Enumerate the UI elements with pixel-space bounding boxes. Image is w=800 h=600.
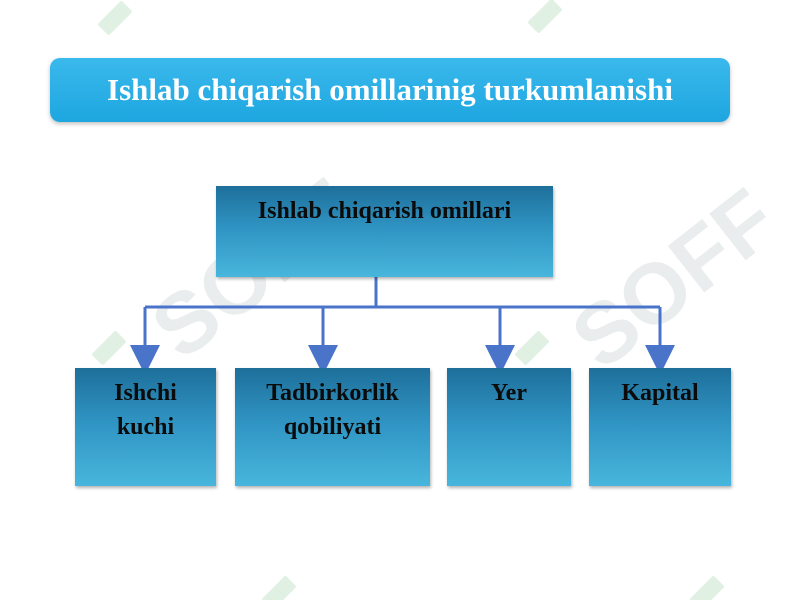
child-node-tadbirkorlik-qobiliyati: Tadbirkorlik qobiliyati xyxy=(235,368,430,486)
root-node: Ishlab chiqarish omillari xyxy=(216,186,553,277)
child-node-yer: Yer xyxy=(447,368,571,486)
title-banner: Ishlab chiqarish omillarinig turkumlanis… xyxy=(50,58,730,122)
child-node-label-line2: qobiliyati xyxy=(283,414,382,440)
child-node-ishchi-kuchi: Ishchi kuchi xyxy=(75,368,216,486)
child-node-label-line1: Tadbirkorlik xyxy=(266,380,399,406)
child-node-label-line2: kuchi xyxy=(116,414,175,440)
child-node-label-line1: Ishchi xyxy=(114,380,177,406)
child-node-label-line1: Kapital xyxy=(621,380,699,406)
child-node-kapital: Kapital xyxy=(589,368,731,486)
diagram-title: Ishlab chiqarish omillarinig turkumlanis… xyxy=(107,72,673,107)
child-node-label-line1: Yer xyxy=(491,380,527,406)
root-node-label: Ishlab chiqarish omillari xyxy=(257,198,512,224)
